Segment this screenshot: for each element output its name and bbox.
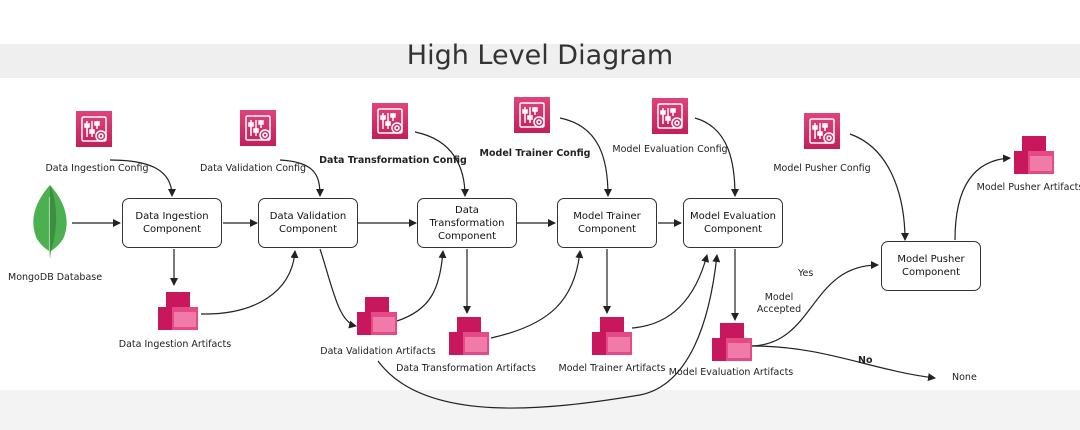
artifact-boxes-icon (590, 317, 634, 357)
config-label-validation: Data Validation Config (199, 163, 307, 174)
config-label-pusher: Model Pusher Config (773, 163, 871, 174)
edge-pusher-to-artifacts (954, 154, 1011, 241)
artifact-label-validation: Data Validation Artifacts (320, 346, 436, 357)
config-label-ingestion: Data Ingestion Config (45, 163, 149, 174)
edge-transformation-artifacts-to-trainer (490, 250, 584, 339)
settings-config-icon (804, 113, 840, 149)
artifact-label-transformation: Data Transformation Artifacts (396, 363, 536, 374)
artifact-label-pusher: Model Pusher Artifacts (976, 182, 1080, 193)
edge-pusher-config (849, 133, 909, 241)
settings-config-icon (514, 97, 550, 133)
artifact-label-ingestion: Data Ingestion Artifacts (118, 339, 232, 350)
edge-evaluation-config (694, 117, 739, 197)
component-data-transformation: Data Transformation Component (417, 198, 517, 248)
edge-transformation-config (414, 131, 469, 197)
settings-config-icon (76, 111, 112, 147)
bottom-band (0, 390, 1080, 430)
decision-none-label: None (952, 372, 977, 383)
decision-no-label: No (858, 355, 873, 366)
component-data-validation: Data Validation Component (258, 198, 358, 248)
top-band (0, 44, 1080, 78)
component-model-evaluation: Model Evaluation Component (683, 198, 783, 248)
artifact-boxes-icon (710, 323, 754, 363)
mongodb-leaf-icon (28, 183, 72, 261)
settings-config-icon (240, 110, 276, 146)
config-label-transformation: Data Transformation Config (319, 155, 467, 166)
edge-trainer-artifacts-to-evaluation (631, 254, 710, 329)
config-label-evaluation: Model Evaluation Config (612, 144, 728, 155)
artifact-boxes-icon (156, 292, 200, 332)
artifact-label-evaluation: Model Evaluation Artifacts (668, 367, 794, 378)
artifact-boxes-icon (447, 317, 491, 357)
component-model-trainer: Model Trainer Component (557, 198, 657, 248)
decision-model-accepted: Model Accepted (756, 292, 802, 315)
settings-config-icon (652, 98, 688, 134)
config-label-trainer: Model Trainer Config (479, 148, 591, 159)
decision-yes-label: Yes (798, 268, 814, 279)
artifact-boxes-icon (1012, 136, 1056, 176)
edge-trainer-config (559, 117, 612, 197)
edge-validation-config (279, 159, 324, 197)
component-data-ingestion: Data Ingestion Component (122, 198, 222, 248)
diagram-title: High Level Diagram (406, 40, 674, 71)
edge-validation-artifacts-to-evaluation (377, 254, 721, 409)
mongodb-label: MongoDB Database (8, 272, 103, 283)
artifact-label-trainer: Model Trainer Artifacts (558, 363, 666, 374)
edge-accepted-no (751, 345, 936, 382)
edge-accepted-yes (751, 261, 879, 347)
edge-ingestion-config (109, 159, 176, 197)
component-model-pusher: Model Pusher Component (881, 241, 981, 291)
edge-validation-to-artifacts (319, 248, 357, 329)
artifact-boxes-icon (355, 297, 399, 337)
edge-ingestion-artifacts-to-validation (200, 250, 299, 315)
edge-validation-artifacts-to-transformation (396, 250, 447, 322)
settings-config-icon (372, 103, 408, 139)
